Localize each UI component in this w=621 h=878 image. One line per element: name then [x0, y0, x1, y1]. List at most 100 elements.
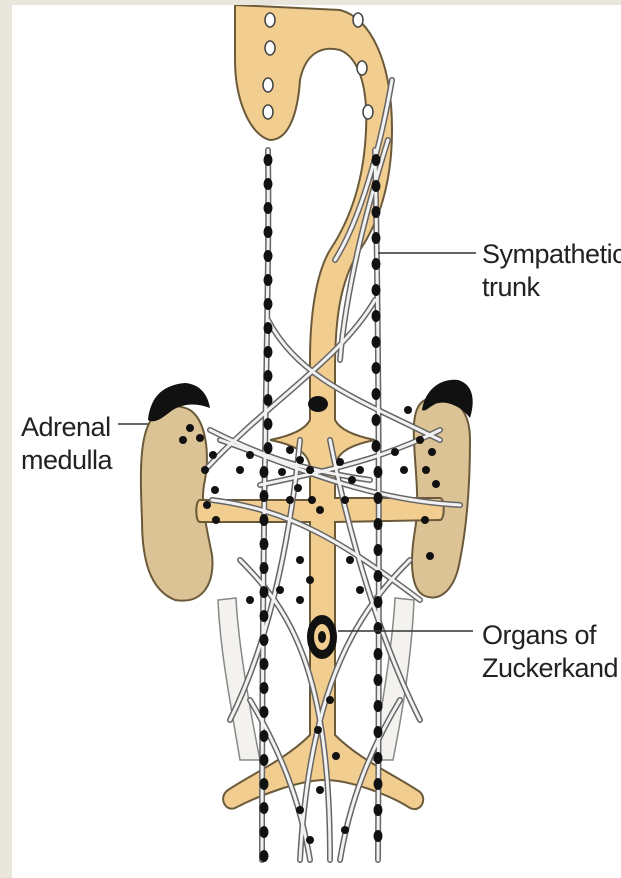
chromaffin-dot: [260, 658, 269, 670]
chromaffin-dot: [374, 648, 383, 660]
chromaffin-dot: [326, 696, 334, 704]
figure-frame: Sympathetic trunk Adrenal medulla Organs…: [12, 5, 621, 878]
chromaffin-dot: [296, 556, 304, 564]
chromaffin-dot: [306, 836, 314, 844]
chromaffin-dot: [203, 501, 211, 509]
chromaffin-dot: [374, 492, 383, 504]
chromaffin-dot: [264, 250, 273, 262]
chromaffin-dot: [341, 826, 349, 834]
chromaffin-dot: [260, 802, 269, 814]
chromaffin-dot: [264, 442, 273, 454]
chromaffin-dot: [264, 346, 273, 358]
chromaffin-dot: [374, 674, 383, 686]
chromaffin-dot: [264, 154, 273, 166]
sympathetic-trunk-line-1: Sympathetic: [482, 238, 621, 271]
chromaffin-dot: [286, 496, 294, 504]
chromaffin-dot: [374, 804, 383, 816]
chromaffin-dot: [336, 458, 344, 466]
chromaffin-dot: [260, 850, 269, 862]
sympathetic-trunk-line-2: trunk: [482, 271, 621, 304]
chromaffin-dot: [426, 552, 434, 560]
chromaffin-dot: [404, 406, 412, 414]
chromaffin-dot: [372, 388, 381, 400]
chromaffin-dot: [422, 466, 430, 474]
chromaffin-dot: [372, 336, 381, 348]
chromaffin-dot: [286, 446, 294, 454]
chromaffin-dot: [356, 586, 364, 594]
organs-of-zuckerkandl-line-1: Organs of: [482, 619, 618, 652]
chromaffin-dot: [372, 310, 381, 322]
chromaffin-dot: [374, 544, 383, 556]
chromaffin-dot: [374, 778, 383, 790]
chromaffin-dot: [306, 466, 314, 474]
chromaffin-dot: [260, 586, 269, 598]
chromaffin-dot: [246, 451, 254, 459]
sympathetic-trunk-label: Sympathetic trunk: [482, 238, 621, 304]
chromaffin-dot: [260, 634, 269, 646]
organs-of-zuckerkandl-line-2: Zuckerkand: [482, 652, 618, 685]
aorta-node: [308, 396, 328, 412]
chromaffin-dot: [209, 451, 217, 459]
chromaffin-dot: [314, 726, 322, 734]
chromaffin-dot: [296, 456, 304, 464]
chromaffin-dot: [260, 682, 269, 694]
chromaffin-dot: [372, 414, 381, 426]
chromaffin-dot: [264, 370, 273, 382]
chromaffin-dot: [260, 562, 269, 574]
chromaffin-dot: [374, 518, 383, 530]
chromaffin-dot: [296, 596, 304, 604]
chromaffin-dot: [332, 752, 340, 760]
chromaffin-dot: [264, 322, 273, 334]
chromaffin-dot: [346, 556, 354, 564]
chromaffin-dot: [264, 178, 273, 190]
chromaffin-dot: [308, 496, 316, 504]
chromaffin-dot: [276, 586, 284, 594]
chromaffin-dot: [260, 826, 269, 838]
chromaffin-dot: [294, 484, 302, 492]
chromaffin-dot: [374, 622, 383, 634]
chromaffin-dot: [374, 830, 383, 842]
chromaffin-dot: [260, 490, 269, 502]
chromaffin-dot: [372, 284, 381, 296]
chromaffin-dot: [356, 466, 364, 474]
chromaffin-dot: [374, 596, 383, 608]
chromaffin-dot: [264, 274, 273, 286]
organs-of-zuckerkandl-label: Organs of Zuckerkand: [482, 619, 618, 685]
chromaffin-dot: [264, 298, 273, 310]
chromaffin-dot: [212, 516, 220, 524]
chromaffin-dot: [179, 436, 187, 444]
chromaffin-dot: [374, 466, 383, 478]
chromaffin-dot: [374, 752, 383, 764]
chromaffin-dot: [201, 466, 209, 474]
chromaffin-dot: [421, 516, 429, 524]
chromaffin-dot: [260, 778, 269, 790]
chromaffin-dot: [374, 570, 383, 582]
adrenal-medulla-line-1: Adrenal: [21, 411, 112, 444]
chromaffin-dot: [260, 754, 269, 766]
chromaffin-dot: [296, 806, 304, 814]
chromaffin-dot: [372, 154, 381, 166]
chromaffin-dot: [428, 448, 436, 456]
chromaffin-dot: [372, 440, 381, 452]
chromaffin-dot: [264, 202, 273, 214]
chromaffin-dot: [316, 786, 324, 794]
chromaffin-dot: [264, 226, 273, 238]
chromaffin-dot: [260, 466, 269, 478]
chromaffin-dot: [260, 730, 269, 742]
chromaffin-dot: [260, 610, 269, 622]
chromaffin-dot: [264, 418, 273, 430]
chromaffin-dot: [260, 514, 269, 526]
adrenal-medulla-label: Adrenal medulla: [21, 411, 112, 477]
chromaffin-dot: [372, 258, 381, 270]
chromaffin-dot: [260, 706, 269, 718]
chromaffin-dot: [341, 496, 349, 504]
chromaffin-dot: [316, 506, 324, 514]
chromaffin-dot: [372, 206, 381, 218]
chromaffin-dot: [374, 700, 383, 712]
chromaffin-dot: [196, 434, 204, 442]
chromaffin-dot: [348, 476, 356, 484]
chromaffin-dot: [372, 180, 381, 192]
chromaffin-dot: [246, 596, 254, 604]
chromaffin-dot: [372, 362, 381, 374]
chromaffin-dot: [264, 394, 273, 406]
